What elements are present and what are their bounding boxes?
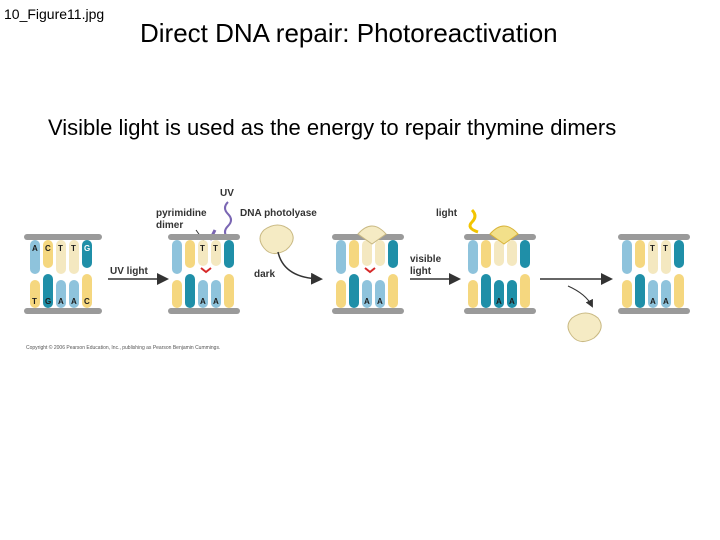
- photolyase-enzyme-icon: [259, 224, 294, 254]
- base-label: G: [84, 244, 90, 253]
- base-column-3: T A: [56, 240, 66, 308]
- copyright-note: Copyright © 2006 Pearson Education, Inc.…: [26, 344, 220, 351]
- base-column-4: T A: [69, 240, 79, 308]
- base-label: A: [364, 297, 370, 306]
- slide-title: Direct DNA repair: Photoreactivation: [140, 18, 558, 48]
- dimer-mark: [200, 267, 212, 274]
- light-ray-icon: [468, 208, 479, 234]
- base-label: C: [84, 297, 90, 306]
- dna-backbone-bottom: [24, 308, 102, 314]
- dna-stage-5: T T A A: [618, 234, 690, 314]
- base-label: G: [45, 297, 51, 306]
- file-label: 10_Figure11.jpg: [4, 6, 105, 22]
- label-pyrimidine: pyrimidine: [156, 208, 207, 219]
- photoreactivation-diagram: A T C G T A T A G C UV light: [24, 188, 690, 351]
- base-label: T: [58, 244, 63, 253]
- dna-stage-4: A A: [464, 225, 536, 314]
- base-label: A: [650, 297, 656, 306]
- base-label: T: [213, 244, 218, 253]
- base-label: A: [496, 297, 502, 306]
- base-label: A: [71, 297, 77, 306]
- dna-stage-3: A A: [332, 225, 404, 314]
- label-visible: visible: [410, 254, 442, 265]
- base-label: C: [45, 244, 51, 253]
- label-photolyase: DNA photolyase: [240, 208, 317, 219]
- base-column-2: C G: [43, 240, 53, 308]
- base-label: A: [32, 244, 38, 253]
- base-label: T: [650, 244, 655, 253]
- base-label: T: [200, 244, 205, 253]
- label-uv: UV: [220, 188, 234, 199]
- base-label: T: [32, 297, 37, 306]
- bound-enzyme-icon: [357, 225, 387, 245]
- base-label: A: [58, 297, 64, 306]
- base-label: A: [200, 297, 206, 306]
- base-label: A: [213, 297, 219, 306]
- label-dimer: dimer: [156, 220, 183, 231]
- released-enzyme-icon: [567, 312, 602, 342]
- activated-enzyme-icon: [489, 225, 519, 245]
- label-dark: dark: [254, 269, 276, 280]
- label-light: light: [436, 208, 458, 219]
- label-uv-light: UV light: [110, 266, 148, 277]
- label-visible-light: light: [410, 266, 432, 277]
- base-column-5: G C: [82, 240, 92, 308]
- dna-stage-1: A T C G T A T A G C: [24, 234, 102, 314]
- arrow-dark: [277, 251, 323, 285]
- dna-stage-2: T T A A: [168, 234, 240, 314]
- base-label: T: [663, 244, 668, 253]
- base-column-1: A T: [30, 240, 40, 308]
- arrow-enzyme-release: [567, 285, 593, 308]
- base-label: A: [509, 297, 515, 306]
- uv-ray-icon: [224, 201, 232, 239]
- base-label: A: [377, 297, 383, 306]
- base-label: A: [663, 297, 669, 306]
- dna-backbone-top: [24, 234, 102, 240]
- slide-subtitle: Visible light is used as the energy to r…: [48, 115, 617, 140]
- base-label: T: [71, 244, 76, 253]
